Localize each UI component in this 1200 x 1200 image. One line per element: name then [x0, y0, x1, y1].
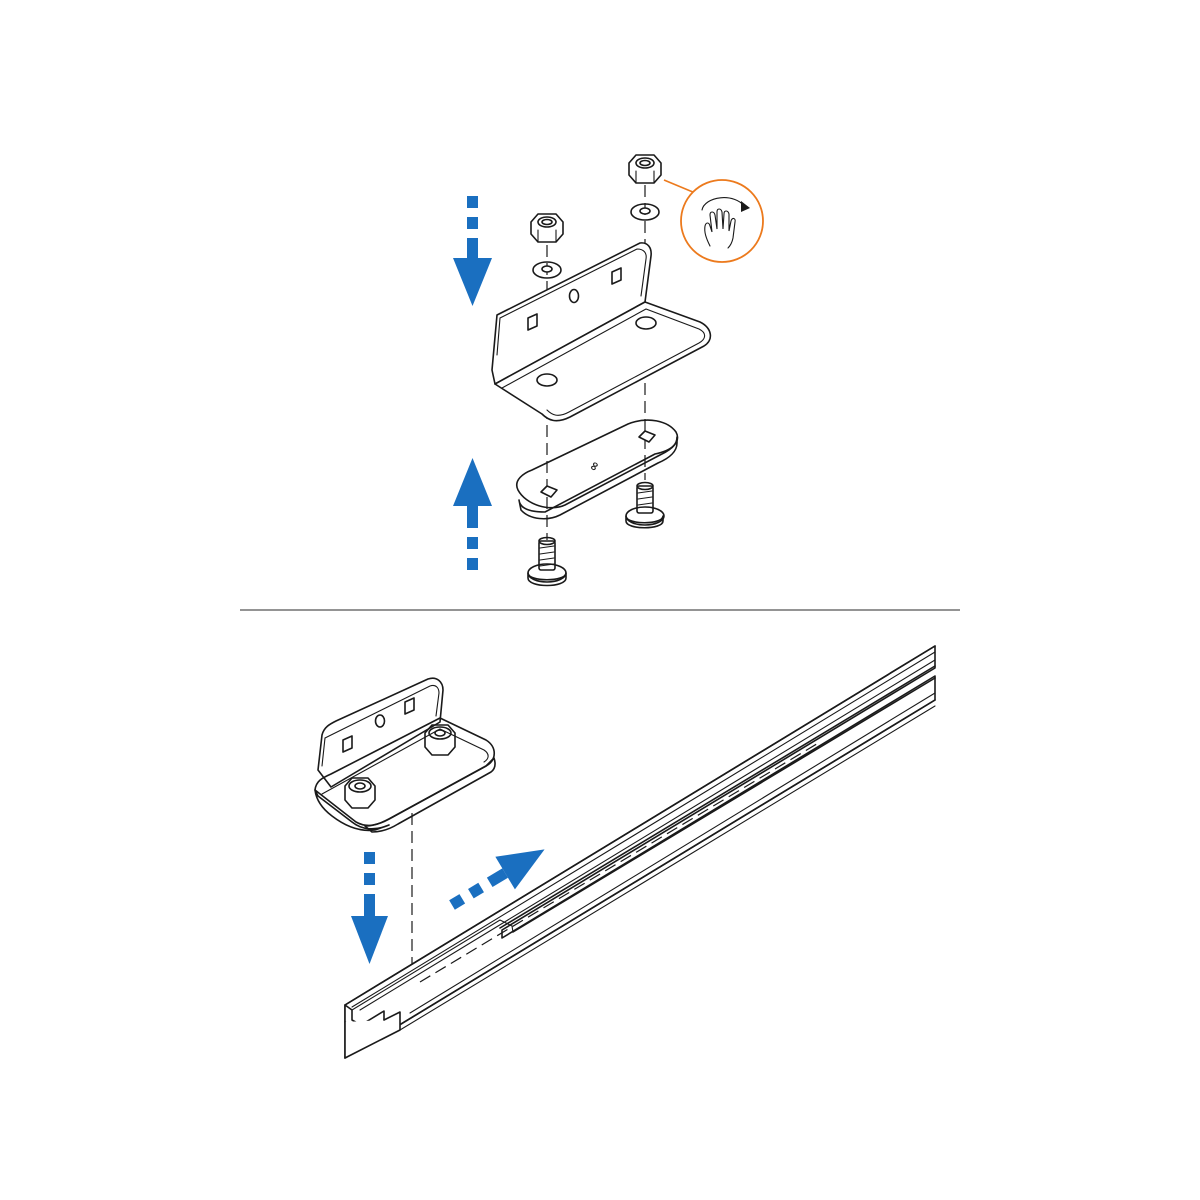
plate-marking: ∞ — [585, 458, 602, 474]
arrow-down-icon — [453, 196, 492, 306]
hex-nut-left — [530, 213, 564, 243]
installed-nut-left — [344, 777, 376, 809]
hex-nut-right — [628, 154, 662, 184]
washer-right — [630, 203, 660, 221]
arrow-down-icon — [351, 852, 388, 964]
carriage-bolt-right — [625, 481, 665, 529]
clamp-plate: ∞ — [516, 419, 679, 520]
bottom-panel — [314, 645, 936, 1059]
assembled-bracket — [314, 677, 496, 833]
carriage-bolt-left — [527, 536, 567, 587]
c-rail — [344, 645, 936, 1059]
angle-bracket — [491, 242, 712, 422]
arrow-up-icon — [453, 458, 492, 570]
arrow-slide-icon — [449, 849, 545, 910]
top-panel: ∞ — [453, 154, 764, 587]
hand-rotate-icon — [701, 197, 750, 249]
washer-left — [532, 261, 562, 279]
tighten-callout — [663, 179, 764, 263]
installed-nut-right — [424, 724, 456, 756]
